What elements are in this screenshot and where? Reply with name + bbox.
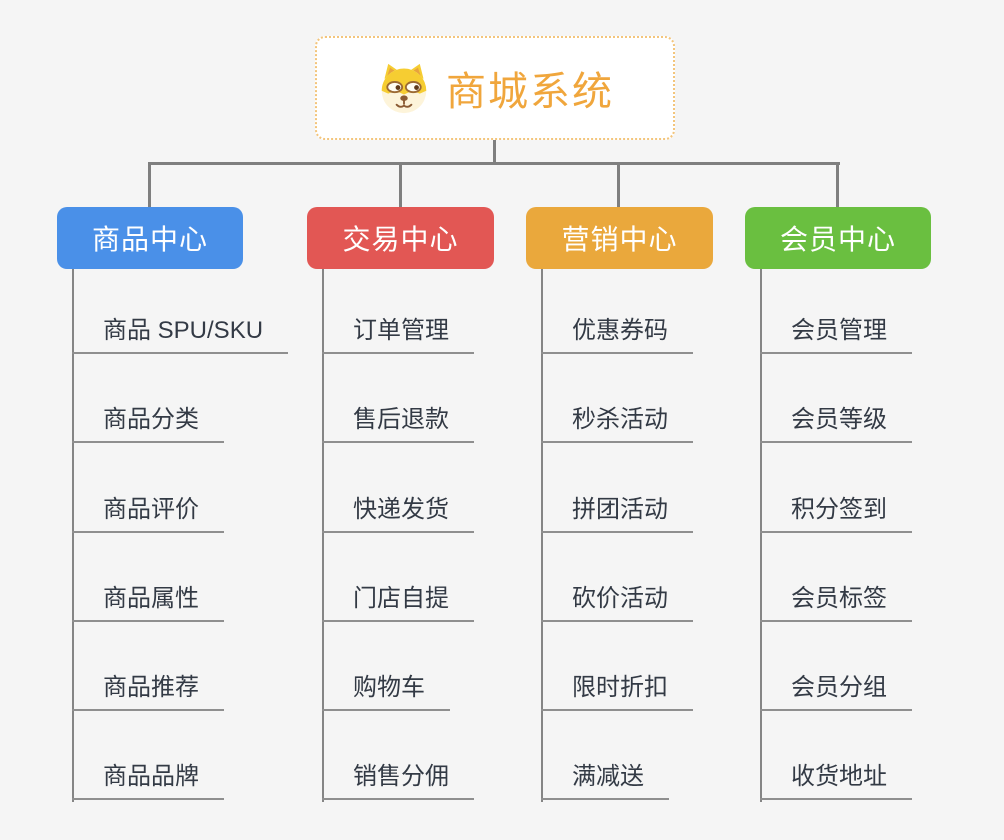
leaf-node[interactable]: 商品分类 [72,405,224,443]
branch-node-member-center[interactable]: 会员中心 [745,207,931,269]
branch-2-column-line [322,269,324,802]
branch-4-column-line [760,269,762,802]
leaf-node[interactable]: 秒杀活动 [541,405,693,443]
leaf-node[interactable]: 会员标签 [760,584,912,622]
leaf-node[interactable]: 快递发货 [322,495,474,533]
leaf-node[interactable]: 会员分组 [760,673,912,711]
connector-drop-3 [617,163,620,207]
branch-3-column-line [541,269,543,802]
leaf-node[interactable]: 积分签到 [760,495,912,533]
leaf-node[interactable]: 优惠券码 [541,316,693,354]
dog-face-icon [381,63,427,114]
leaf-node[interactable]: 销售分佣 [322,762,474,800]
root-node[interactable]: 商城系统 [315,36,675,140]
connector-root-stem [493,140,496,165]
leaf-node[interactable]: 砍价活动 [541,584,693,622]
branch-label: 交易中心 [342,224,459,255]
connector-drop-2 [399,163,402,207]
leaf-node[interactable]: 门店自提 [322,584,474,622]
leaf-node[interactable]: 会员管理 [760,316,912,354]
leaf-node[interactable]: 拼团活动 [541,495,693,533]
leaf-node[interactable]: 售后退款 [322,405,474,443]
leaf-node[interactable]: 收货地址 [760,762,912,800]
branch-node-trade-center[interactable]: 交易中心 [307,207,494,269]
branch-node-product-center[interactable]: 商品中心 [57,207,243,269]
leaf-node[interactable]: 商品 SPU/SKU [72,316,289,354]
leaf-node[interactable]: 限时折扣 [541,673,693,711]
branch-1-column-line [72,269,74,802]
leaf-node[interactable]: 商品推荐 [72,673,224,711]
branch-label: 营销中心 [561,224,678,255]
leaf-node[interactable]: 商品评价 [72,495,224,533]
branch-label: 会员中心 [779,224,896,255]
branch-label: 商品中心 [91,224,208,255]
leaf-node[interactable]: 满减送 [541,762,669,800]
leaf-node[interactable]: 商品属性 [72,584,224,622]
leaf-node[interactable]: 会员等级 [760,405,912,443]
leaf-node[interactable]: 订单管理 [322,316,474,354]
branch-node-marketing-center[interactable]: 营销中心 [526,207,713,269]
connector-drop-4 [836,163,839,207]
connector-drop-1 [148,163,151,207]
leaf-node[interactable]: 购物车 [322,673,450,711]
leaf-node[interactable]: 商品品牌 [72,762,224,800]
connector-horizontal-bar [148,162,840,165]
root-title: 商城系统 [446,70,614,114]
